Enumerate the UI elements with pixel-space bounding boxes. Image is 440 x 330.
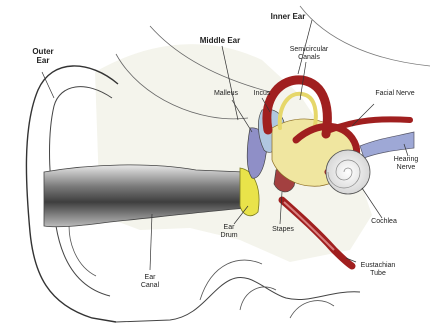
label-facial-nerve: Facial Nerve <box>366 90 424 98</box>
label-semicircular-canals: Semicircular Canals <box>282 46 336 62</box>
label-inner-ear: Inner Ear <box>268 12 308 21</box>
label-semicircular-line1: Semicircular <box>290 46 329 53</box>
label-hearing-nerve: Hearing Nerve <box>386 156 426 172</box>
label-ear-drum: Ear Drum <box>214 224 244 240</box>
label-stapes: Stapes <box>266 226 300 234</box>
label-ear-canal-line1: Ear <box>145 274 156 281</box>
label-eustachian-line2: Tube <box>370 270 386 277</box>
label-outer-ear-line1: Outer <box>32 47 53 56</box>
label-middle-ear: Middle Ear <box>190 36 250 45</box>
label-malleus: Malleus <box>206 90 246 98</box>
label-hearing-nerve-line2: Nerve <box>397 164 416 171</box>
label-ear-canal-line2: Canal <box>141 282 159 289</box>
label-incus: Incus <box>248 90 276 98</box>
label-eustachian-line1: Eustachian <box>361 262 396 269</box>
label-ear-drum-line2: Drum <box>220 232 237 239</box>
jaw-detail <box>200 260 334 318</box>
label-outer-ear: Outer Ear <box>26 47 60 65</box>
label-semicircular-line2: Canals <box>298 54 320 61</box>
label-ear-drum-line1: Ear <box>224 224 235 231</box>
hearing-nerve <box>360 132 414 158</box>
label-hearing-nerve-line1: Hearing <box>394 156 419 163</box>
label-eustachian-tube: Eustachian Tube <box>352 262 404 278</box>
facial-nerve <box>330 119 410 130</box>
label-outer-ear-line2: Ear <box>37 56 50 65</box>
label-ear-canal: Ear Canal <box>132 274 168 290</box>
label-cochlea: Cochlea <box>364 218 404 226</box>
